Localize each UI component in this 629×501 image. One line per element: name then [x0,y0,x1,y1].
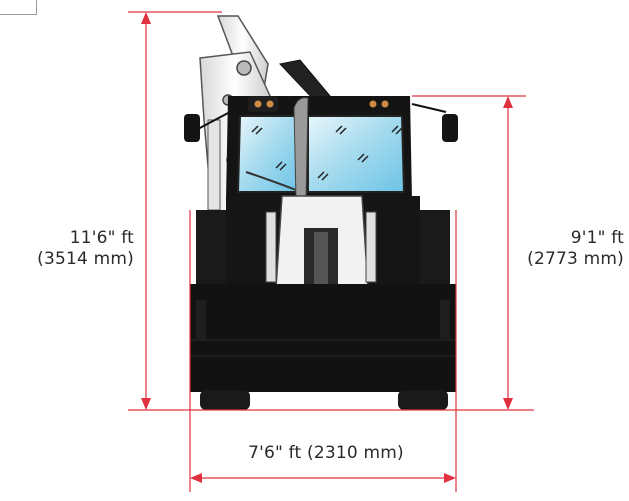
machine-body [196,195,450,290]
cab-height-ft: 9'1" ft [570,228,624,248]
cab-arrowhead-bottom [503,398,513,410]
image-frame-corner [0,0,37,15]
overall-height-ft: 11'6" ft [69,228,134,248]
height-arrowhead-bottom [141,398,151,410]
cab-height-mm: (2773 mm) [527,249,624,269]
front-bucket [190,284,456,392]
side-mirrors [184,103,458,142]
dimension-lines [128,11,534,492]
cab-height-label: 9'1" ft (2773 mm) [500,228,624,270]
width-arrowhead-left [190,473,202,483]
tires [200,390,448,410]
cab [226,96,412,201]
overall-width-label: 7'6" ft (2310 mm) [248,443,404,463]
height-arrowhead-top [141,12,151,24]
overall-height-mm: (3514 mm) [37,249,134,269]
cab-arrowhead-top [503,96,513,108]
width-arrowhead-right [444,473,456,483]
overall-height-label: 11'6" ft (3514 mm) [10,228,134,270]
